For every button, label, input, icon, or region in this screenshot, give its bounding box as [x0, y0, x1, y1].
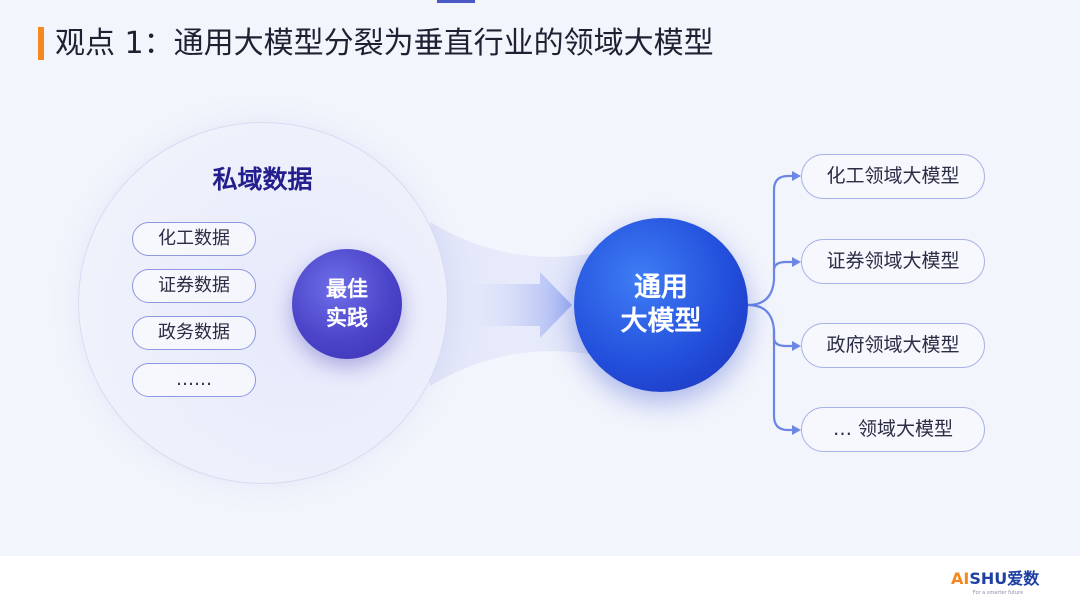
domain-model-item: … 领域大模型	[801, 407, 985, 452]
private-domain-title: 私域数据	[212, 165, 313, 194]
general-model-line2: 大模型	[620, 306, 702, 337]
branch-arrowhead-1	[792, 171, 801, 181]
branch-arrowhead-2	[792, 257, 801, 267]
private-data-item: 政务数据	[132, 316, 256, 350]
right-branch	[747, 174, 797, 432]
logo-shu-text: SHU	[969, 569, 1008, 588]
best-practice-node: 最佳 实践	[292, 249, 402, 359]
title-accent-bar	[38, 27, 44, 60]
logo-tagline: For a smarter future	[972, 590, 1024, 596]
general-model-line1: 通用	[634, 272, 688, 303]
domain-model-item: 政府领域大模型	[801, 323, 985, 368]
best-practice-line1: 最佳	[326, 277, 368, 301]
private-data-item: 证券数据	[132, 269, 256, 303]
private-data-item: ……	[132, 363, 256, 397]
logo-ai-text: AI	[951, 569, 970, 588]
slide-canvas: 观点 1：通用大模型分裂为垂直行业的领域大模型	[0, 0, 1080, 556]
top-tab-marker	[437, 0, 475, 3]
branch-arrowhead-4	[792, 425, 801, 435]
general-model-node: 通用 大模型	[574, 218, 748, 392]
private-data-item: 化工数据	[132, 222, 256, 256]
best-practice-line2: 实践	[326, 306, 368, 330]
aishu-logo: AISHU爱数	[951, 569, 1039, 589]
domain-model-item: 化工领域大模型	[801, 154, 985, 199]
page-title: 观点 1：通用大模型分裂为垂直行业的领域大模型	[55, 26, 714, 61]
domain-model-item: 证券领域大模型	[801, 239, 985, 284]
branch-arrowhead-3	[792, 341, 801, 351]
funnel-arrow	[470, 272, 572, 338]
logo-cn-text: 爱数	[1007, 569, 1040, 588]
